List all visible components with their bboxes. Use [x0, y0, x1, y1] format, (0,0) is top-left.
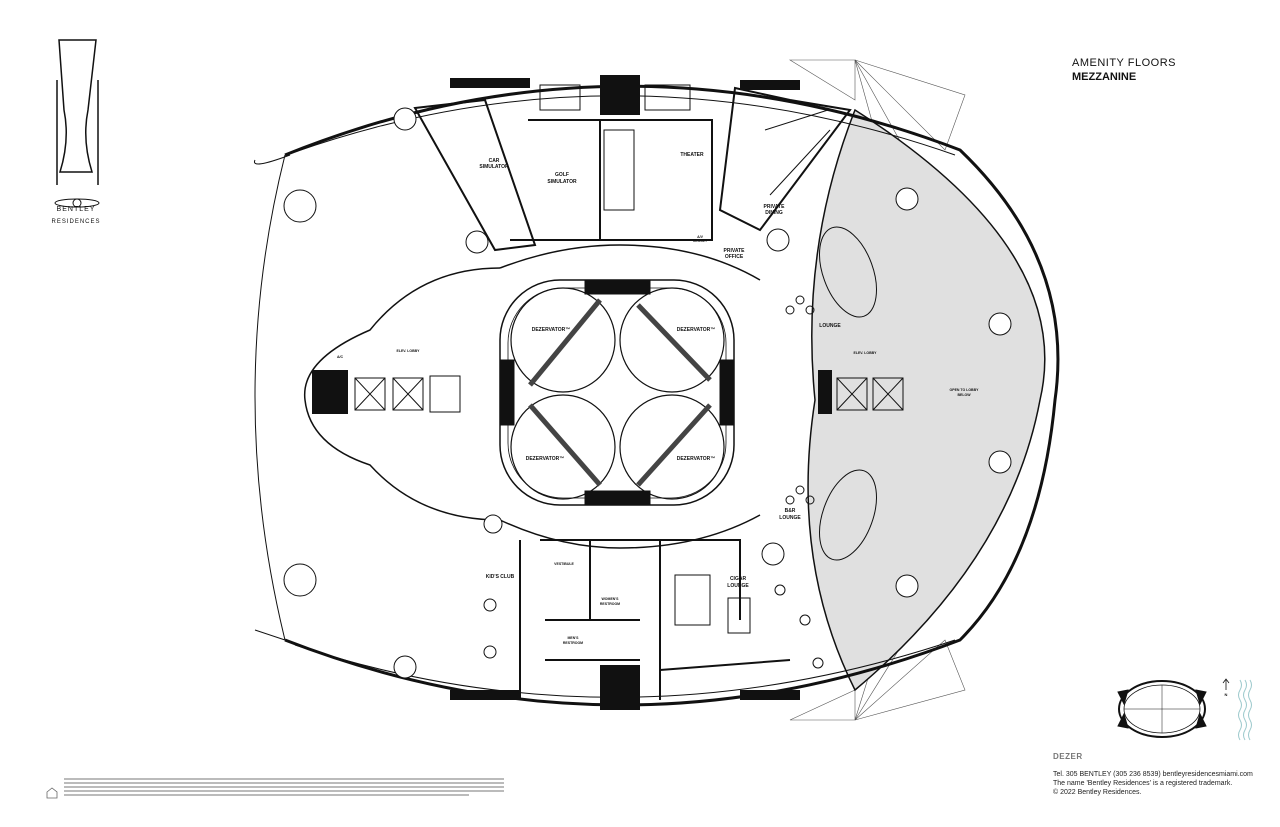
trademark-line: The name 'Bentley Residences' is a regis… — [1053, 780, 1233, 787]
label-womens-restroom-2: RESTROOM — [600, 602, 620, 606]
label-dezervator-1: DEZERVATOR™ — [532, 327, 571, 333]
key-plan — [1117, 680, 1207, 738]
label-womens-restroom: WOMEN'S — [602, 597, 620, 601]
label-mens-restroom-2: RESTROOM — [563, 641, 583, 645]
label-private-office: PRIVATE — [724, 248, 746, 254]
label-private-dining: PRIVATE — [764, 204, 786, 210]
label-av-closet-2: CLOSET — [693, 239, 708, 243]
label-dezervator-3: DEZERVATOR™ — [526, 456, 565, 462]
bottom-rooms — [519, 539, 791, 700]
label-golf-simulator-2: SIMULATOR — [547, 179, 577, 185]
label-dezervator-4: DEZERVATOR™ — [677, 456, 716, 462]
building-outline — [253, 84, 1060, 707]
label-elev-lobby-left: ELEV. LOBBY — [396, 349, 420, 353]
contact-line: Tel. 305 BENTLEY (305 236 8539) bentleyr… — [1053, 771, 1253, 778]
label-lounge: LOUNGE — [819, 323, 841, 329]
floor-title: MEZZANINE — [1072, 71, 1137, 83]
label-private-dining-2: DINING — [765, 210, 783, 216]
label-dezervator-2: DEZERVATOR™ — [677, 327, 716, 333]
section-title: AMENITY FLOORS — [1072, 57, 1176, 69]
label-ac: A/C — [337, 355, 344, 359]
label-bar-lounge: B&R — [785, 508, 796, 514]
label-open-to-lobby-2: BELOW — [957, 393, 971, 397]
dezervator-core — [499, 279, 735, 506]
lounge-furniture — [483, 109, 877, 669]
north-label: N — [1225, 692, 1228, 697]
elevators — [354, 375, 904, 413]
label-car-simulator: CAR — [489, 158, 500, 164]
water-icon — [1238, 679, 1252, 741]
north-arrow-icon: N — [1222, 678, 1230, 697]
top-rooms — [413, 84, 852, 252]
equal-housing-icon — [46, 787, 58, 799]
brand-subtitle: RESIDENCES — [51, 219, 101, 225]
label-theater: THEATER — [680, 152, 704, 158]
bentley-logo — [54, 39, 100, 208]
label-open-to-lobby: OPEN TO LOBBY — [950, 388, 980, 392]
label-vestibule: VESTIBULE — [554, 562, 574, 566]
label-mens-restroom: MEN'S — [568, 636, 580, 640]
label-kids-club: KID'S CLUB — [486, 574, 515, 580]
label-bar-lounge-2: LOUNGE — [779, 515, 801, 521]
label-cigar-lounge-2: LOUNGE — [727, 583, 749, 589]
label-elev-lobby-right: ELEV. LOBBY — [853, 351, 877, 355]
label-private-office-2: OFFICE — [725, 254, 744, 260]
label-car-simulator-2: SIMULATOR — [479, 164, 509, 170]
label-cigar-lounge: CIGAR — [730, 576, 747, 582]
footer-info: Tel. 305 BENTLEY (305 236 8539) bentleyr… — [1053, 770, 1253, 797]
copyright-line: © 2022 Bentley Residences. — [1053, 789, 1142, 796]
brand-title: BENTLEY — [56, 206, 96, 213]
open-to-lobby-area — [807, 108, 1046, 692]
room-labels: CAR SIMULATOR GOLF SIMULATOR THEATER PRI… — [337, 152, 979, 645]
developer-logo: DEZER — [1053, 752, 1083, 761]
plan-header: AMENITY FLOORS MEZZANINE — [1072, 56, 1176, 84]
label-golf-simulator: GOLF — [555, 172, 569, 178]
disclaimer-fine-print — [64, 778, 504, 798]
brand-name: BENTLEY RESIDENCES — [38, 196, 114, 225]
label-av-closet: A/V — [697, 235, 704, 239]
columns — [283, 107, 1012, 679]
top-black-walls — [312, 75, 832, 710]
